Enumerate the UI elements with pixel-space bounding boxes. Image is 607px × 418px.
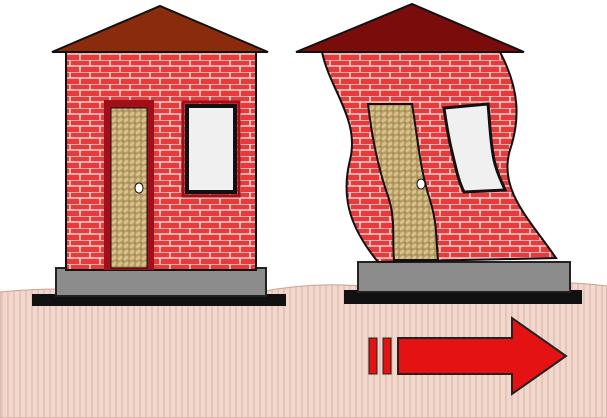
house-roof	[52, 6, 268, 52]
motion-line	[383, 338, 391, 374]
door-knob	[135, 183, 143, 193]
house-foundation	[56, 268, 266, 296]
window	[187, 106, 235, 192]
house-foundation	[358, 262, 570, 292]
house-wall	[322, 52, 556, 262]
motion-line	[369, 338, 377, 374]
house-roof	[296, 4, 524, 52]
house-upright	[32, 6, 286, 306]
house-deformed	[296, 4, 582, 304]
door-knob	[417, 179, 425, 189]
